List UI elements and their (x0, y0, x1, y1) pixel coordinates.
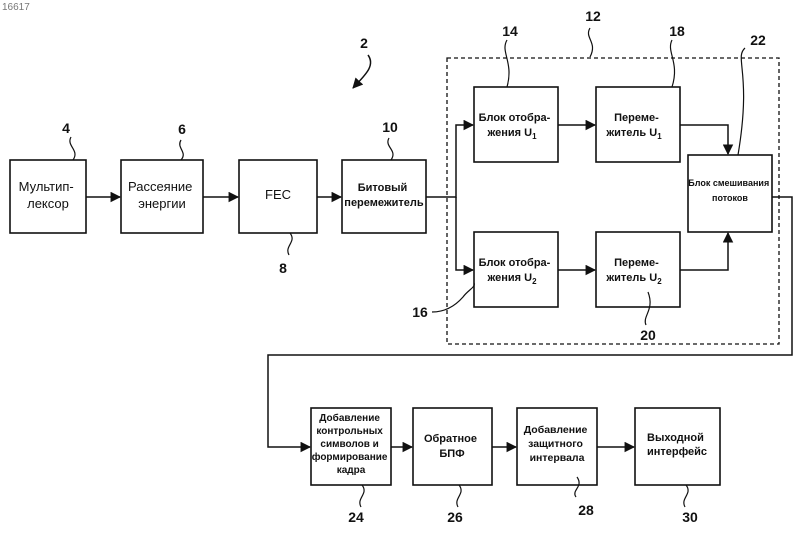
block-mapper-u1: Блок отобра- жения U1 (474, 87, 558, 162)
ref-number: 14 (502, 23, 518, 39)
block-interleaver-u1: Переме- житель U1 (596, 87, 680, 162)
block-label: лексор (27, 196, 69, 211)
block-stream-mixer: Блок смешивания потоков (688, 155, 772, 232)
block-label: Блок отобра- (479, 112, 551, 124)
leader-2 (353, 55, 371, 88)
block-output-interface: Выходной интерфейс (635, 408, 720, 485)
ref-number: 26 (447, 509, 463, 525)
block-label: формирование (312, 451, 388, 463)
leader-30 (684, 485, 688, 507)
block-label: контрольных (316, 426, 383, 437)
leader-12 (588, 28, 592, 57)
block-fec: FEC (239, 160, 317, 233)
block-interleaver-u2: Переме- житель U2 (596, 232, 680, 307)
block-label: интервала (530, 452, 585, 464)
block-label-subscript: 1 (532, 132, 537, 141)
arrow-interleaver-u2-to-mixer (680, 233, 728, 270)
block-label: символов и (320, 439, 378, 450)
block-label: житель U (605, 127, 657, 139)
block-label: жения U (486, 127, 532, 139)
ref-number: 12 (585, 8, 601, 24)
block-label-subscript: 2 (657, 277, 662, 286)
block-label: Мультип- (19, 179, 74, 194)
svg-text:Переме- житель U1: Переме- житель U1 (605, 112, 662, 141)
block-mapper-u2: Блок отобра- жения U2 (474, 232, 558, 307)
block-label: БПФ (439, 448, 464, 460)
svg-text:FEC: FEC (265, 187, 291, 202)
block-label: Рассеяние (128, 179, 192, 194)
block-multiplexer: Мультип- лексор (10, 160, 86, 233)
svg-text:Переме- житель U2: Переме- житель U2 (605, 257, 662, 286)
corner-id: 16617 (2, 2, 30, 13)
ref-number: 22 (750, 32, 766, 48)
block-label: Блок смешивания (688, 178, 769, 188)
block-label-subscript: 2 (532, 277, 537, 286)
leader-26 (457, 485, 461, 507)
ref-number: 28 (578, 502, 594, 518)
arrow-interleaver-u1-to-mixer (680, 125, 728, 154)
block-label: жения U (486, 272, 532, 284)
block-label: Переме- (614, 112, 659, 124)
block-label: интерфейс (647, 446, 707, 458)
block-label: Битовый (358, 182, 408, 194)
arrow-to-mapper-u2 (456, 197, 473, 270)
block-label: Переме- (614, 257, 659, 269)
ref-number: 24 (348, 509, 364, 525)
ref-number: 10 (382, 119, 398, 135)
block-label: кадра (337, 465, 366, 476)
leader-6 (180, 140, 184, 160)
block-label: потоков (712, 193, 748, 203)
block-label: энергии (138, 196, 186, 211)
block-inverse-fft: Обратное БПФ (413, 408, 492, 485)
block-label-subscript: 1 (657, 132, 662, 141)
ref-number: 6 (178, 121, 186, 137)
block-pilot-framing: Добавление контрольных символов и формир… (311, 408, 391, 485)
leader-14 (505, 40, 509, 87)
block-label: Блок отобра- (479, 257, 551, 269)
ref-number: 20 (640, 327, 656, 343)
leader-22 (738, 48, 745, 155)
block-label: Обратное (424, 433, 477, 445)
ref-number: 4 (62, 120, 70, 136)
block-label: защитного (528, 438, 583, 450)
ref-number: 16 (412, 304, 428, 320)
arrow-to-mapper-u1 (426, 125, 473, 197)
leader-10 (388, 138, 393, 160)
block-label: перемежитель (344, 197, 424, 209)
leader-8 (288, 233, 292, 255)
svg-text:Добавление защитного: Добавление защитного интервала (524, 424, 591, 464)
leader-4 (70, 137, 75, 160)
leader-24 (360, 485, 364, 507)
leader-16 (432, 283, 474, 312)
block-bit-interleaver: Битовый перемежитель (342, 160, 426, 233)
block-label: Выходной (647, 432, 704, 444)
leader-18 (670, 40, 674, 87)
block-guard-interval: Добавление защитного интервала (517, 408, 597, 485)
block-energy-dispersal: Рассеяние энергии (121, 160, 203, 233)
ref-number: 8 (279, 260, 287, 276)
ref-number: 30 (682, 509, 698, 525)
ref-number: 2 (360, 35, 368, 51)
block-label: FEC (265, 187, 291, 202)
block-label: Добавление (524, 424, 588, 436)
ref-number: 18 (669, 23, 685, 39)
block-label: Добавление (319, 412, 380, 424)
block-label: житель U (605, 272, 657, 284)
